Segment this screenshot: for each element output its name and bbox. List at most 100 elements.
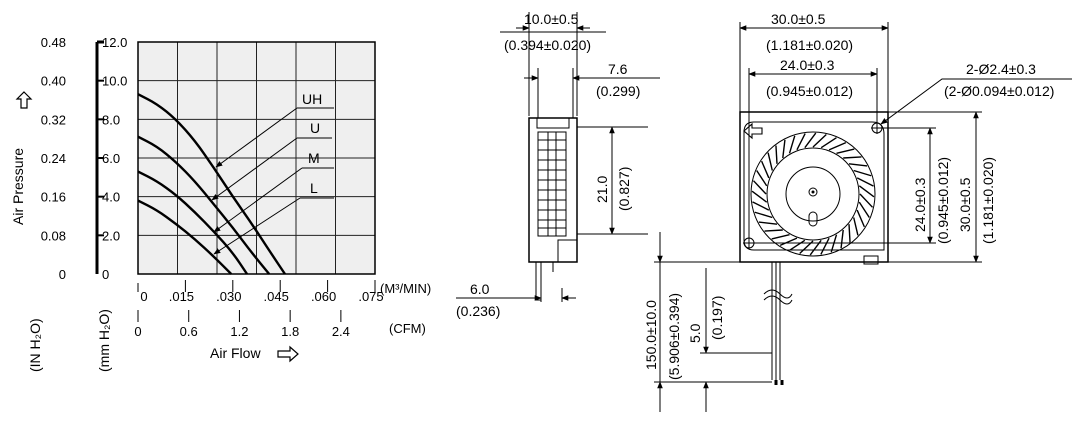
- impeller-blade: [843, 156, 862, 159]
- x-tick-m3: .030: [216, 289, 241, 304]
- x-tick-m3: 0: [140, 289, 147, 304]
- impeller-blade: [856, 177, 874, 187]
- hole-callout-mm: 2-Ø2.4±0.3: [966, 61, 1036, 77]
- x-tick-cfm: 1.8: [281, 324, 299, 339]
- side-top-rim: [536, 117, 570, 129]
- curve-label-uh-group: UH: [215, 91, 334, 168]
- y-tick-mm: 4.0: [102, 190, 120, 205]
- x-tick-cfm: 0: [134, 324, 141, 339]
- curve-uh: [137, 93, 286, 275]
- y-axis-mm-tick-marks: [97, 79, 104, 237]
- curve-u: [137, 135, 271, 275]
- x-tick-m3: .045: [264, 289, 289, 304]
- chart-grid: [138, 42, 375, 274]
- front-pitch-in: (0.945±0.012): [766, 83, 853, 99]
- x-tick-m3: .015: [169, 289, 194, 304]
- impeller-blade: [828, 141, 847, 151]
- impeller-blade: [804, 132, 817, 149]
- impeller-blade: [752, 201, 770, 211]
- impeller-blade: [848, 224, 851, 243]
- impeller-blade: [856, 209, 866, 228]
- impeller-blade: [782, 139, 786, 159]
- side-height-in: (0.827): [616, 167, 632, 211]
- impeller-shaft: [808, 187, 818, 197]
- strip-length-in: (0.197): [709, 296, 725, 340]
- front-width-mm: 30.0±0.5: [771, 11, 826, 27]
- y-axis-mm-unit: (mm H₂O): [96, 309, 112, 372]
- curve-l: [137, 199, 233, 275]
- side-depth-mm: 7.6: [608, 61, 628, 77]
- plot-frame: [137, 41, 376, 275]
- y-axis-label: Air Pressure: [10, 148, 26, 225]
- y-tick-mm: 6.0: [102, 151, 120, 166]
- impeller-blade: [812, 133, 827, 148]
- curve-label-l: L: [310, 180, 318, 196]
- side-depth-in: (0.299): [596, 83, 640, 99]
- y-tick-in: 0.32: [41, 112, 66, 127]
- y-tick-in: 0.08: [41, 228, 66, 243]
- impeller-blade: [771, 234, 790, 240]
- y-tick-mm: 0: [102, 267, 109, 282]
- x-axis-cfm-unit: (CFM): [389, 321, 426, 336]
- front-width-in: (1.181±0.020): [766, 37, 853, 53]
- up-arrow-icon: [15, 91, 33, 109]
- y-tick-in: 0: [59, 267, 66, 282]
- y-tick-mm: 10.0: [102, 74, 127, 89]
- curve-label-u: U: [310, 120, 320, 136]
- impeller-blade: [758, 221, 778, 225]
- front-vpitch-mm: 24.0±0.3: [912, 177, 928, 232]
- curve-m: [137, 170, 249, 275]
- impeller-blade: [788, 135, 796, 154]
- flow-arrow-icon: [743, 122, 763, 140]
- impeller-blade: [767, 152, 773, 171]
- side-connector: [557, 239, 578, 263]
- performance-curves: [137, 93, 286, 275]
- impeller-blade: [754, 211, 773, 219]
- impeller-blade: [779, 237, 798, 247]
- y-tick-in: 0.16: [41, 190, 66, 205]
- impeller-blade: [796, 133, 806, 151]
- curve-label-l-group: L: [213, 180, 334, 255]
- impeller-blade: [853, 169, 872, 177]
- impeller-outer: [750, 131, 876, 257]
- front-vouter-mm: 30.0±0.5: [957, 177, 973, 232]
- front-bottom-tab: [863, 255, 879, 265]
- x-tick-cfm: 2.4: [332, 324, 350, 339]
- curve-label-m-group: M: [213, 150, 334, 233]
- x-axis-m3-ticks: 0 .015 .030 .045 .060 .075: [140, 280, 384, 304]
- impeller-blade: [848, 163, 868, 167]
- side-view-drawing: 10.0±0.5 (0.394±0.020) 7.6 (0.299) 21.0 …: [456, 11, 660, 319]
- y-tick-in: 0.40: [41, 74, 66, 89]
- impeller-blade: [820, 237, 830, 255]
- curve-label-m: M: [308, 150, 320, 166]
- impeller-blade: [840, 229, 844, 249]
- impeller-blade: [751, 190, 768, 203]
- impeller-blade: [858, 201, 870, 218]
- performance-chart: 00.080.160.240.320.400.48 02.04.06.08.01…: [10, 35, 431, 372]
- impeller-hub: [785, 166, 841, 222]
- side-width-in: (0.394±0.020): [504, 37, 591, 53]
- impeller-blade: [752, 180, 767, 195]
- y-tick-mm: 2.0: [102, 228, 120, 243]
- x-tick-cfm: 0.6: [180, 324, 198, 339]
- y-tick-in: 0.24: [41, 151, 66, 166]
- x-tick-m3: .060: [311, 289, 336, 304]
- right-arrow-icon: [277, 345, 299, 363]
- side-height-mm: 21.0: [594, 176, 610, 203]
- lead-length-in: (5.906±0.394): [666, 293, 682, 380]
- lead-wires: [763, 262, 793, 385]
- front-view-drawing: 30.0±0.5 (1.181±0.020) 24.0±0.3 (0.945±0…: [643, 11, 1072, 412]
- x-tick-m3: .075: [358, 289, 383, 304]
- curve-label-uh: UH: [302, 91, 322, 107]
- hole-callout-in: (2-Ø0.094±0.012): [944, 83, 1054, 99]
- impeller-blade: [820, 137, 837, 149]
- impeller-blade: [858, 185, 875, 198]
- front-pitch-mm: 24.0±0.3: [780, 57, 835, 73]
- y-tick-mm: 8.0: [102, 112, 120, 127]
- hub-slot: [808, 211, 818, 227]
- side-fins: [537, 131, 567, 237]
- impeller-blade: [859, 193, 874, 208]
- side-pin: [535, 262, 542, 301]
- x-tick-cfm: 1.2: [230, 324, 248, 339]
